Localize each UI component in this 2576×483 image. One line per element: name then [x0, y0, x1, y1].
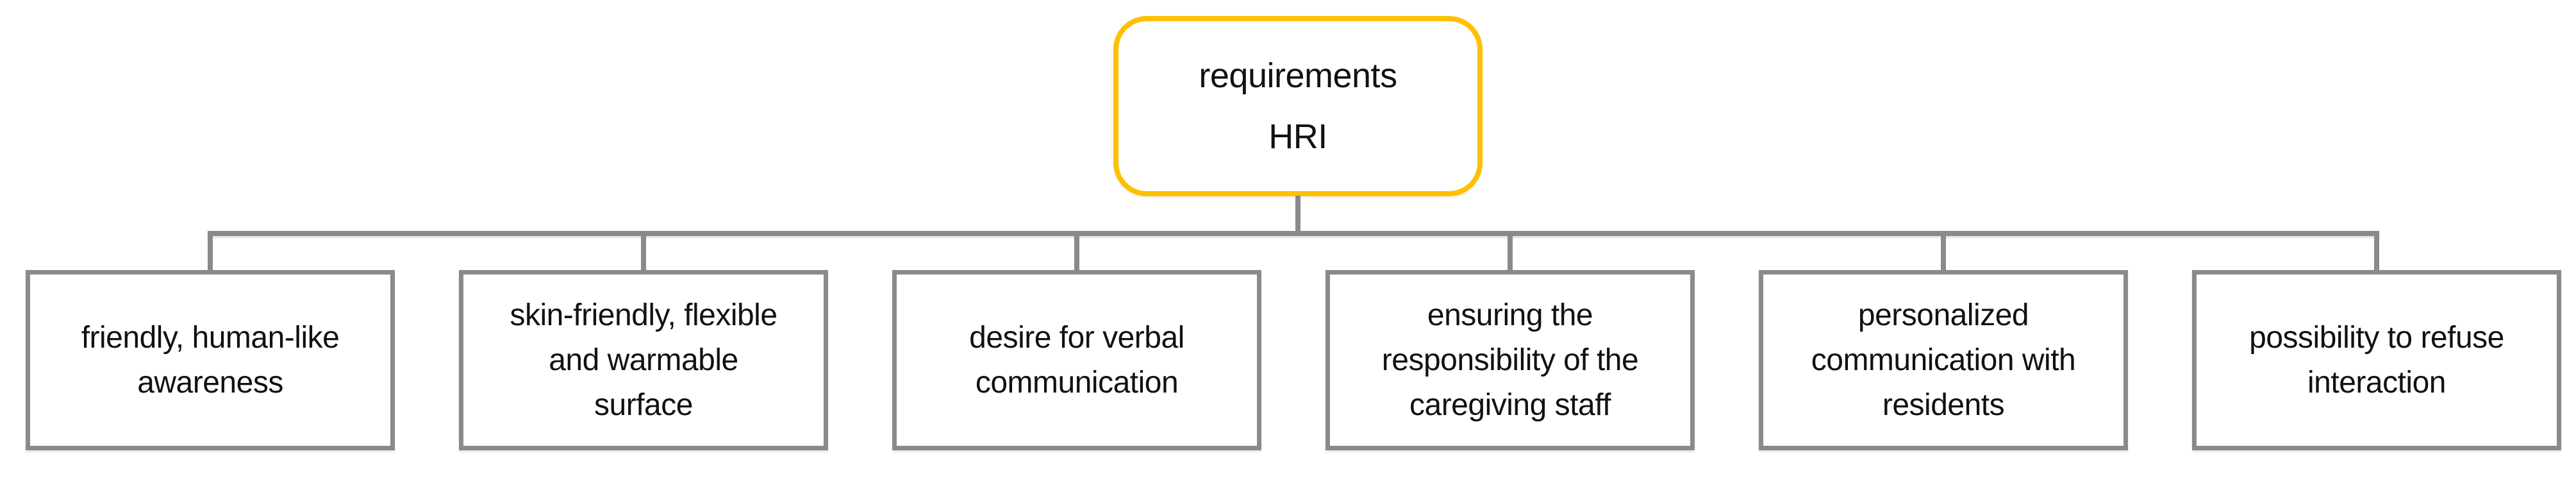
child-node-label: possibility to refuse interaction — [2249, 320, 2504, 400]
child-node-label: ensuring the responsibility of the careg… — [1381, 298, 1639, 422]
connector-drop-3 — [1074, 235, 1079, 271]
connector-drop-2 — [641, 235, 646, 271]
connector-drop-4 — [1508, 235, 1513, 271]
child-node-label: friendly, human-like awareness — [81, 320, 340, 400]
child-node-personalized-communication-with-residents: personalized communication with resident… — [1759, 270, 2128, 450]
child-node-skin-friendly-flexible-warmable-surface: skin-friendly, flexible and warmable sur… — [459, 270, 828, 450]
connector-horizontal-bar — [208, 231, 2379, 236]
child-node-label: skin-friendly, flexible and warmable sur… — [510, 298, 777, 422]
root-node-requirements-hri: requirements HRI — [1113, 16, 1483, 196]
child-node-friendly-human-like-awareness: friendly, human-like awareness — [26, 270, 395, 450]
connector-drop-6 — [2374, 235, 2379, 271]
child-node-label: personalized communication with resident… — [1811, 298, 2076, 422]
connector-root-stub — [1295, 196, 1300, 233]
child-node-label: desire for verbal communication — [969, 320, 1184, 400]
connector-drop-5 — [1941, 235, 1946, 271]
child-node-possibility-to-refuse-interaction: possibility to refuse interaction — [2192, 270, 2561, 450]
child-node-ensuring-responsibility-caregiving-staff: ensuring the responsibility of the careg… — [1325, 270, 1695, 450]
child-node-desire-for-verbal-communication: desire for verbal communication — [892, 270, 1261, 450]
connector-drop-1 — [208, 235, 213, 271]
root-node-label: requirements HRI — [1199, 56, 1397, 156]
